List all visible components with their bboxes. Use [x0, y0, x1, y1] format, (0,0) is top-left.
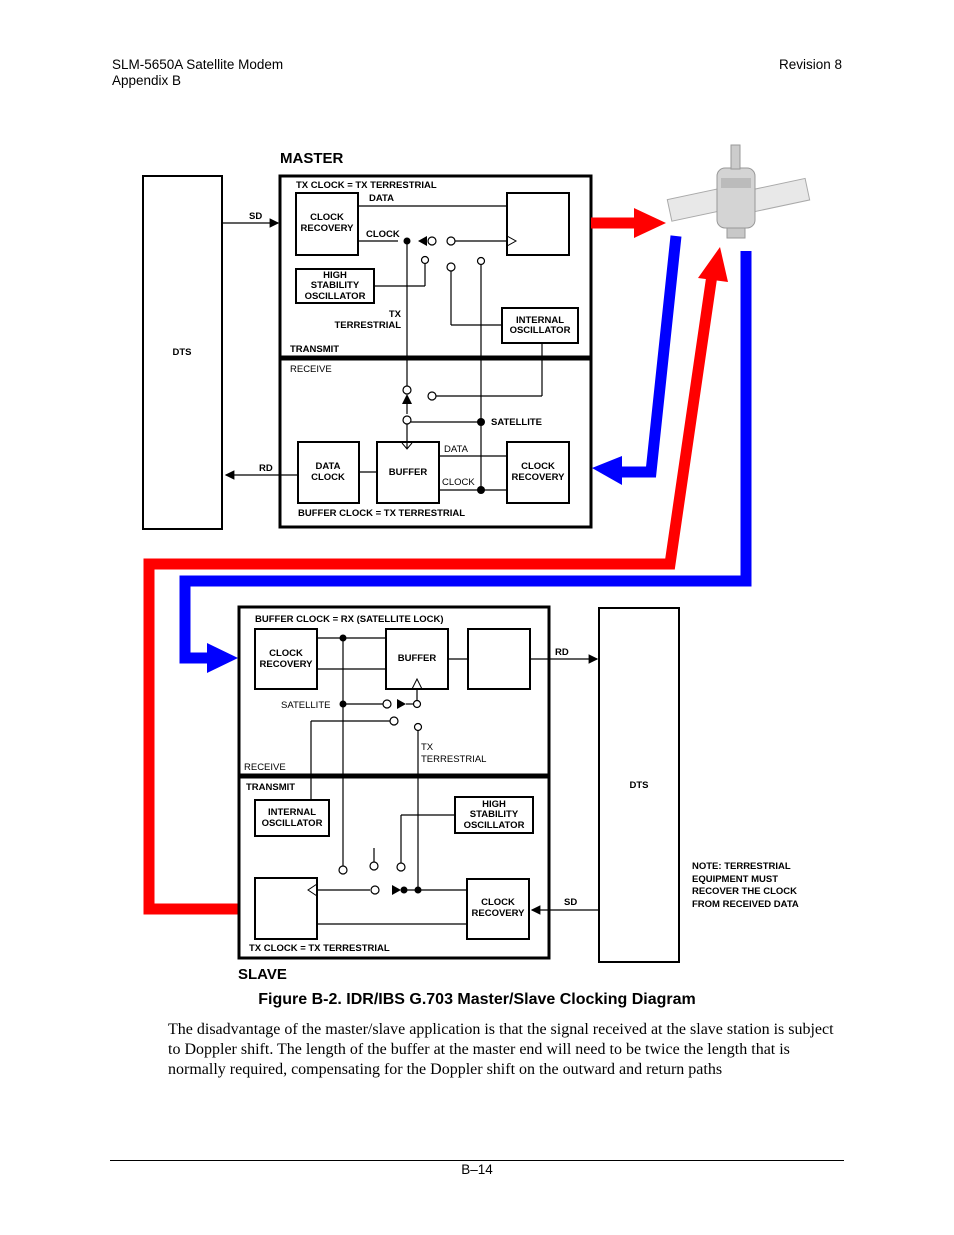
master-receive-label: RECEIVE [290, 364, 332, 375]
slave-modulator-box [254, 877, 318, 940]
master-data-clock-l1: DATA [316, 461, 341, 472]
master-clock-recovery-l2: RECOVERY [301, 223, 355, 234]
slave-hso-l1: HIGH [482, 799, 506, 810]
satellite-icon [666, 144, 811, 239]
master-internal-osc-l2: OSCILLATOR [510, 325, 571, 336]
master-rx-clock-recovery-l1: CLOCK [521, 461, 555, 472]
header-doc-title: SLM-5650A Satellite Modem [112, 57, 284, 72]
note-l1: NOTE: TERRESTRIAL [692, 861, 791, 872]
slave-tx-clock-label: TX CLOCK = TX TERRESTRIAL [249, 943, 390, 954]
master-dts-box [142, 175, 223, 530]
footer-rule [110, 1160, 844, 1161]
slave-transmit-label: TRANSMIT [246, 782, 295, 793]
master-rd-label: RD [259, 463, 273, 474]
slave-tx-clock-recovery-l1: CLOCK [481, 897, 515, 908]
slave-receive-box [237, 605, 551, 777]
slave-tx-clock-recovery-l2: RECOVERY [472, 908, 526, 919]
master-dts-label: DTS [173, 347, 192, 358]
master-hso-l3: OSCILLATOR [305, 291, 366, 302]
header-appendix: Appendix B [112, 73, 182, 88]
slave-receive-label: RECEIVE [244, 762, 286, 773]
master-tx-terr-l1: TX [389, 309, 402, 320]
slave-hso-l2: STABILITY [470, 809, 519, 820]
master-sd-label: SD [249, 211, 262, 222]
master-rx-data-label: DATA [444, 444, 469, 455]
master-downlink-arrow [592, 456, 622, 485]
master-satellite-label: SATELLITE [491, 417, 542, 428]
master-clock-label: CLOCK [366, 229, 400, 240]
slave-clock-recovery-l2: RECOVERY [260, 659, 314, 670]
master-clock-recovery-l1: CLOCK [310, 212, 344, 223]
slave-internal-osc-l1: INTERNAL [268, 807, 316, 818]
slave-sd-label: SD [564, 897, 577, 908]
slave-tx-terr-l1: TX [421, 742, 434, 753]
figure-caption: Figure B-2. IDR/IBS G.703 Master/Slave C… [258, 991, 696, 1008]
note-l2: EQUIPMENT MUST [692, 874, 778, 885]
master-data-label: DATA [369, 193, 394, 204]
slave-buffer-label: BUFFER [398, 653, 437, 664]
master-hso-l1: HIGH [323, 270, 347, 281]
slave-downlink-arrow [207, 643, 238, 673]
slave-dts-label: DTS [630, 780, 649, 791]
master-tx-terr-l2: TERRESTRIAL [335, 320, 402, 331]
slave-internal-osc-box [254, 799, 330, 837]
master-internal-osc-l1: INTERNAL [516, 315, 564, 326]
slave-dts-box [598, 607, 680, 963]
body-paragraph: The disadvantage of the master/slave app… [168, 1021, 834, 1078]
master-modulator-box [506, 192, 570, 256]
slave-hso-l3: OSCILLATOR [464, 820, 525, 831]
page-number: B–14 [461, 1162, 493, 1177]
slave-uplink-arrow [698, 247, 728, 282]
master-clock-recovery-box [295, 192, 359, 256]
slave-clock-recovery-box [254, 628, 318, 690]
slave-buffer-clock-label: BUFFER CLOCK = RX (SATELLITE LOCK) [255, 614, 444, 625]
master-receive-box [278, 357, 593, 529]
slave-clock-recovery-l1: CLOCK [269, 648, 303, 659]
slave-transmit-box [237, 775, 551, 960]
slave-satellite-label: SATELLITE [281, 700, 330, 711]
slave-tx-terr-l2: TERRESTRIAL [421, 754, 486, 765]
slave-rd-label: RD [555, 647, 569, 658]
master-hso-l2: STABILITY [311, 280, 360, 291]
note-l3: RECOVER THE CLOCK [692, 886, 797, 897]
master-rx-clock-recovery-l2: RECOVERY [512, 472, 566, 483]
master-uplink-arrow [634, 208, 666, 238]
master-transmit-box [278, 174, 593, 359]
master-data-clock-l2: CLOCK [311, 472, 345, 483]
master-rx-clock-label: CLOCK [442, 477, 475, 488]
slave-tx-clock-recovery-box [466, 878, 530, 940]
slave-output-box [467, 628, 531, 690]
master-internal-osc-box [501, 307, 579, 344]
master-tx-clock-label: TX CLOCK = TX TERRESTRIAL [296, 180, 437, 191]
master-buffer-clock-label: BUFFER CLOCK = TX TERRESTRIAL [298, 508, 465, 519]
master-rx-clock-recovery-box [506, 441, 570, 504]
slave-title: SLAVE [238, 966, 287, 983]
master-transmit-label: TRANSMIT [290, 344, 339, 355]
master-title: MASTER [280, 150, 344, 167]
slave-internal-osc-l2: OSCILLATOR [262, 818, 323, 829]
note-l4: FROM RECEIVED DATA [692, 899, 799, 910]
master-buffer-label: BUFFER [389, 467, 428, 478]
header-revision: Revision 8 [778, 57, 842, 72]
clocking-diagram: MASTER DTS TX CLOCK = TX TERRESTRIAL DAT… [142, 144, 811, 983]
